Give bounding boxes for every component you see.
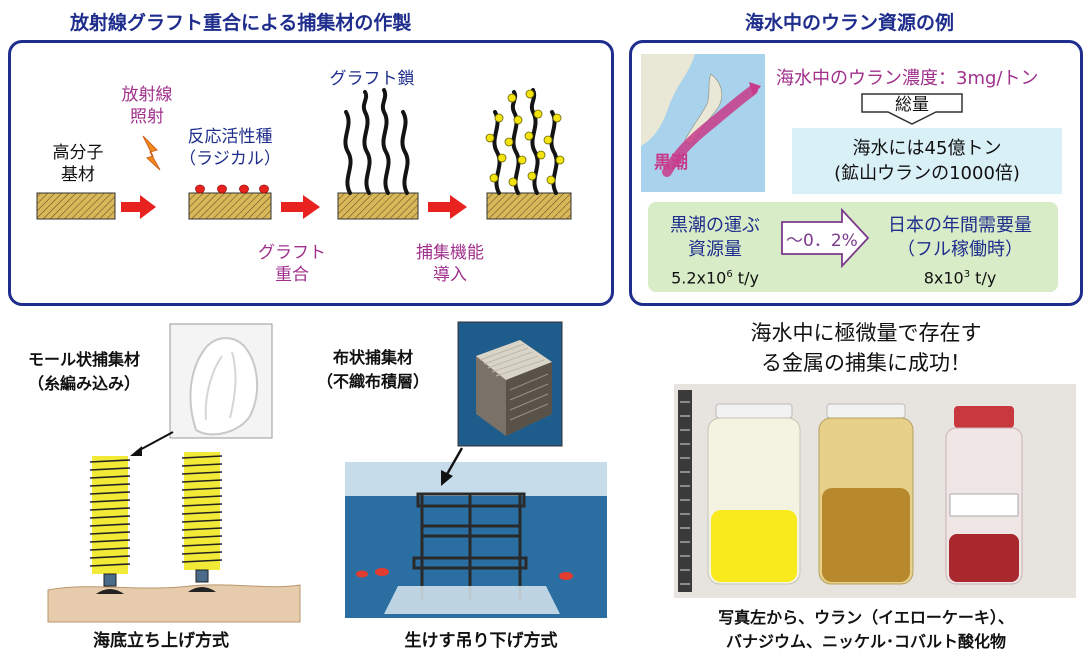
- kuroshio-resource-label: 黒潮の運ぶ資源量: [670, 215, 760, 260]
- radical-dots-icon: [195, 184, 269, 194]
- graft-chains-icon: [343, 88, 410, 195]
- braid-column-right-icon: [181, 452, 223, 592]
- braid-adsorbent-label: モール状捕集材（糸編み込み）: [27, 350, 140, 393]
- seawater-total-box: [792, 128, 1062, 194]
- function-introduction-label: 捕集機能導入: [416, 243, 484, 285]
- functional-group-beads-icon: [485, 89, 565, 187]
- polymer-substrate-label: 高分子基材: [52, 143, 104, 185]
- radiation-lightning-icon: [142, 135, 161, 171]
- left-section-title: 放射線グラフト重合による捕集材の作製: [70, 12, 412, 34]
- active-species-label: 反応活性種（ラジカル）: [179, 127, 281, 169]
- japan-demand-value: 8x103 t/y: [923, 268, 997, 288]
- graft-polymerization-label: グラフト重合: [258, 243, 326, 285]
- graft-process-panel: [8, 40, 614, 306]
- process-arrow-3: [428, 195, 467, 219]
- substrate-block-2: [188, 192, 272, 220]
- braid-column-left-icon: [89, 456, 131, 594]
- japan-demand-label: 日本の年間需要量（フル稼働時）: [888, 215, 1032, 260]
- braid-pointer-arrow: [130, 446, 142, 456]
- cloth-adsorbent-label: 布状捕集材（不織布積層）: [316, 348, 429, 391]
- cloth-pointer-arrow: [441, 470, 453, 486]
- substrate-block-4: [486, 192, 572, 220]
- substrate-block-3: [337, 192, 419, 220]
- seabed-method-caption: 海底立ち上げ方式: [93, 631, 229, 651]
- total-down-arrow: [861, 93, 963, 125]
- seabed-icon: [47, 584, 301, 623]
- substrate-block-1: [36, 192, 116, 220]
- metal-samples-caption: 写真左から、ウラン（イエローケーキ）、バナジウム、ニッケル･コバルト酸化物: [718, 608, 1014, 651]
- cage-method-caption: 生けす吊り下げ方式: [404, 631, 558, 651]
- success-statement: 海水中に極微量で存在する金属の捕集に成功！: [750, 321, 982, 375]
- graft-chain-label: グラフト鎖: [329, 69, 415, 89]
- process-arrow-2: [281, 195, 320, 219]
- ratio-text: ～0．2%: [786, 231, 858, 251]
- seawater-total-text: 海水には45億トン(鉱山ウランの1000倍): [834, 138, 1020, 184]
- radiation-irradiation-label: 放射線照射: [121, 85, 173, 127]
- kuroshio-map: [641, 54, 765, 192]
- process-arrow-1: [121, 195, 156, 219]
- total-amount-label: 総量: [895, 95, 929, 115]
- kuroshio-resource-value: 5.2x106 t/y: [671, 268, 759, 288]
- kuroshio-map-label: 黒潮: [654, 153, 688, 173]
- ratio-arrow: [781, 208, 870, 268]
- uranium-concentration-label: 海水中のウラン濃度：3mg/トン: [776, 68, 1039, 89]
- right-section-title: 海水中のウラン資源の例: [745, 12, 955, 34]
